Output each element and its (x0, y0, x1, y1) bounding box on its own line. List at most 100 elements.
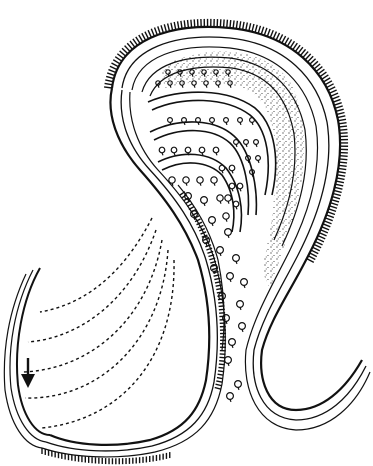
fringe-stroke (216, 381, 222, 382)
fringe-stroke (142, 33, 146, 40)
fringe-stroke (318, 236, 325, 239)
fringe-stroke (158, 26, 161, 34)
fringe-stroke (307, 259, 314, 263)
fringe-stroke (338, 119, 346, 120)
granule (250, 118, 255, 123)
fringe-stroke (264, 28, 267, 36)
fringe-stroke (339, 159, 347, 160)
fringe-stroke (333, 99, 341, 102)
fringe-stroke (337, 116, 345, 118)
fringe-stroke (270, 30, 273, 37)
fringe-stroke (331, 93, 338, 96)
granule (197, 177, 203, 183)
fringe-stroke (332, 96, 339, 99)
granule (254, 140, 259, 145)
fringe-stroke (325, 81, 332, 85)
fringe-stroke (322, 227, 329, 230)
fringe-stroke (105, 80, 113, 82)
fringe-stroke (258, 26, 260, 34)
fringe-stroke (151, 29, 154, 36)
fringe-stroke (236, 21, 237, 29)
fringe-stroke (336, 109, 344, 111)
fringe-stroke (224, 19, 225, 27)
fringe-stroke (320, 230, 327, 233)
fringe-stroke (110, 66, 117, 69)
outer-fringed-epithelium (42, 19, 348, 464)
direction-arrow (21, 358, 35, 388)
granule (229, 339, 236, 346)
fringe-stroke (276, 33, 279, 40)
fringe-stroke (323, 224, 330, 227)
fringe-stroke (233, 20, 234, 28)
granule (209, 217, 216, 224)
granule (234, 140, 239, 145)
fringe-stroke (335, 106, 343, 108)
granule (256, 156, 261, 161)
fringe-stroke (340, 133, 348, 134)
fringe-stroke (319, 233, 326, 236)
granule (235, 381, 242, 388)
fringe-stroke (155, 28, 158, 36)
fringe-stroke (230, 20, 231, 28)
fringe-stroke (328, 209, 336, 212)
granule (201, 197, 208, 204)
fringe-stroke (340, 156, 348, 157)
fringe-stroke (136, 37, 140, 44)
fringe-stroke (326, 215, 334, 218)
granule (183, 177, 189, 183)
granule (224, 118, 229, 123)
fringe-stroke (216, 384, 222, 385)
fringe-stroke (322, 75, 329, 79)
fringe-stroke (246, 23, 248, 31)
fringe-stroke (105, 83, 113, 84)
granule (171, 147, 177, 153)
granule (169, 177, 175, 183)
granule (225, 357, 232, 364)
fringe-stroke (334, 103, 342, 106)
fringe-stroke (329, 90, 336, 93)
granule (225, 195, 231, 201)
fringe-stroke (106, 76, 114, 78)
granule (227, 273, 234, 280)
fringe-stroke (290, 41, 294, 48)
fringe-stroke (311, 250, 318, 254)
fringe-stroke (313, 247, 320, 251)
granule (238, 118, 243, 123)
granule-band-dividers (148, 92, 276, 232)
granule (229, 165, 235, 171)
fringe-stroke (287, 39, 291, 46)
fringe-stroke (339, 123, 347, 124)
granule (217, 195, 223, 201)
fringe-stroke (310, 253, 317, 257)
fringe-stroke (249, 23, 251, 31)
fringe-stroke (323, 78, 330, 82)
fringe-stroke (148, 30, 151, 37)
fringe-stroke (282, 36, 286, 43)
fringe-stroke (164, 24, 166, 32)
fringe-stroke (285, 38, 289, 45)
s-shaped-layered-wall (4, 27, 370, 457)
granule (237, 301, 244, 308)
granule (210, 118, 215, 123)
granule (244, 140, 249, 145)
granule (229, 183, 235, 189)
granule (223, 213, 229, 219)
granule (213, 147, 219, 153)
fringe-stroke (168, 24, 170, 32)
granule (239, 323, 246, 330)
granule (233, 255, 240, 262)
fringe-stroke (217, 378, 223, 379)
fringe-stroke (243, 22, 244, 30)
fringe-stroke (308, 256, 315, 260)
granule (233, 201, 239, 207)
fringe-stroke (339, 162, 347, 163)
granule (185, 147, 191, 153)
fringe-stroke (267, 29, 270, 36)
fringe-stroke (327, 84, 334, 88)
granule (237, 183, 243, 189)
granule (241, 279, 248, 286)
granule (225, 229, 232, 236)
fringe-stroke (108, 70, 115, 73)
